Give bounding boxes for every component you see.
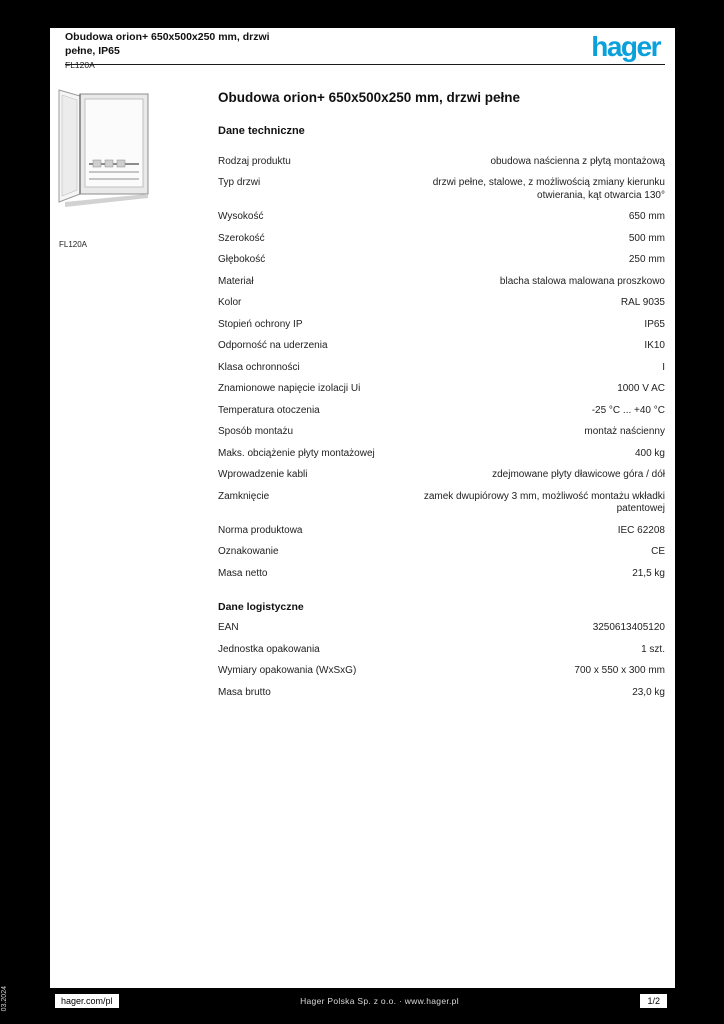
spec-value: zdejmowane płyty dławicowe góra / dół xyxy=(492,469,665,480)
spec-label: Zamknięcie xyxy=(218,490,270,502)
spec-value: 400 kg xyxy=(634,447,665,459)
datasheet-page: Obudowa orion+ 650x500x250 mm, drzwi peł… xyxy=(50,28,675,1014)
page-footer: hager.com/pl Hager Polska Sp. z o.o. · w… xyxy=(50,988,675,1014)
spec-value: blacha stalowa malowana proszkowo xyxy=(499,275,665,287)
spec-value: 500 mm xyxy=(628,232,665,244)
footer-site-link[interactable]: hager.com/pl xyxy=(55,994,119,1008)
tech-data-section-title: Dane techniczne xyxy=(218,125,305,137)
spec-value: 700 x 550 x 300 mm xyxy=(574,665,665,676)
spec-label: EAN xyxy=(218,622,239,633)
spec-label: Znamionowe napięcie izolacji Ui xyxy=(218,383,361,394)
spec-row: Kolor RAL 9035 xyxy=(218,293,665,315)
specs-table: Rodzaj produktu obudowa naścienna z płytą… xyxy=(218,151,665,704)
spec-label: Sposób montażu xyxy=(218,426,294,437)
spec-value: IEC 62208 xyxy=(617,524,665,536)
spec-label: Szerokość xyxy=(218,232,265,244)
header-product-title: Obudowa orion+ 650x500x250 mm, drzwi peł… xyxy=(65,31,365,58)
spec-row: Wprowadzenie kabli zdejmowane płyty dławi… xyxy=(218,465,665,487)
spec-row: Sposób montażu montaż naścienny xyxy=(218,422,665,444)
spec-label: Materiał xyxy=(218,275,254,287)
spec-section-title: Dane logistyczne xyxy=(218,600,304,613)
spec-value: I xyxy=(662,361,665,373)
spec-value: 250 mm xyxy=(628,254,665,265)
spec-row: Jednostka opakowania 1 szt. xyxy=(218,639,665,661)
spec-value: obudowa naścienna z płytą montażową xyxy=(490,155,665,167)
header-divider xyxy=(65,64,665,65)
spec-label: Kolor xyxy=(218,297,242,308)
spec-value: CE xyxy=(651,546,665,557)
spec-row: Maks. obciążenie płyty montażowej 400 kg xyxy=(218,443,665,465)
spec-value: IK10 xyxy=(644,340,665,351)
spec-row: Znamionowe napięcie izolacji Ui 1000 V AC xyxy=(218,379,665,401)
spec-value: RAL 9035 xyxy=(620,297,665,308)
spec-value: 1000 V AC xyxy=(617,383,665,394)
spec-label: Masa brutto xyxy=(218,686,271,698)
spec-label: Wymiary opakowania (WxSxG) xyxy=(218,665,357,676)
spec-value: 21,5 kg xyxy=(632,567,665,579)
header-product-ref: FL120A xyxy=(65,60,95,71)
spec-row: Klasa ochronności I xyxy=(218,357,665,379)
product-heading: Obudowa orion+ 650x500x250 mm, drzwi peł… xyxy=(218,90,520,105)
spec-label: Rodzaj produktu xyxy=(218,155,291,167)
spec-row: Oznakowanie CE xyxy=(218,542,665,564)
spec-row: Rodzaj produktu obudowa naścienna z płytą… xyxy=(218,151,665,173)
header-title-line1: Obudowa orion+ 650x500x250 mm, drzwi xyxy=(65,31,270,43)
spec-value: 1 szt. xyxy=(641,643,665,655)
spec-label: Maks. obciążenie płyty montażowej xyxy=(218,447,375,459)
spec-label: Odporność na uderzenia xyxy=(218,340,328,351)
spec-value: -25 °C ... +40 °C xyxy=(591,404,665,416)
spec-value: IP65 xyxy=(644,318,665,330)
header-title-line2: pełne, IP65 xyxy=(65,44,120,57)
spec-value: 23,0 kg xyxy=(632,686,665,698)
product-ref-caption: FL120A xyxy=(59,240,88,249)
spec-row: Temperatura otoczenia -25 °C ... +40 °C xyxy=(218,400,665,422)
spec-value: 650 mm xyxy=(628,211,665,222)
spec-value: montaż naścienny xyxy=(584,426,665,437)
edge-version-label: 03.2024 xyxy=(1,986,8,1012)
spec-row: EAN 3250613405120 xyxy=(218,618,665,640)
spec-label: Temperatura otoczenia xyxy=(218,404,320,416)
spec-label: Norma produktowa xyxy=(218,524,303,536)
spec-row: Głębokość 250 mm xyxy=(218,250,665,272)
spec-label: Głębokość xyxy=(218,254,266,265)
footer-company-text: Hager Polska Sp. z o.o. · www.hager.pl xyxy=(300,996,459,1006)
spec-row: Norma produktowa IEC 62208 xyxy=(218,520,665,542)
spec-row: Odporność na uderzenia IK10 xyxy=(218,336,665,358)
spec-value: 3250613405120 xyxy=(592,622,665,633)
footer-page-indicator: 1/2 xyxy=(640,994,667,1008)
hager-logo: hager xyxy=(591,31,661,62)
spec-label: Klasa ochronności xyxy=(218,361,300,373)
spec-value: zamek dwupiórowy 3 mm, możliwość montażu… xyxy=(423,490,665,515)
spec-label: Jednostka opakowania xyxy=(218,643,320,655)
product-image xyxy=(57,86,153,216)
spec-row: Wymiary opakowania (WxSxG) 700 x 550 x 30… xyxy=(218,661,665,683)
spec-row: Typ drzwi drzwi pełne, stalowe, z możliwo… xyxy=(218,173,665,207)
spec-label: Typ drzwi xyxy=(218,177,261,188)
page-header: Obudowa orion+ 650x500x250 mm, drzwi peł… xyxy=(65,31,661,71)
spec-row: Wysokość 650 mm xyxy=(218,207,665,229)
spec-value: drzwi pełne, stalowe, z możliwością zmia… xyxy=(432,177,665,201)
spec-label: Wprowadzenie kabli xyxy=(218,469,308,480)
enclosure-illustration xyxy=(58,89,149,207)
spec-row: Masa netto 21,5 kg xyxy=(218,563,665,585)
spec-row: Masa brutto 23,0 kg xyxy=(218,682,665,704)
spec-label: Wysokość xyxy=(218,211,264,222)
spec-label: Oznakowanie xyxy=(218,546,279,557)
spec-row: Zamknięcie zamek dwupiórowy 3 mm, możliwo… xyxy=(218,486,665,520)
spec-row: Materiał blacha stalowa malowana proszkow… xyxy=(218,271,665,293)
spec-label: Masa netto xyxy=(218,567,268,579)
spec-label: Stopień ochrony IP xyxy=(218,318,303,330)
spec-row: Szerokość 500 mm xyxy=(218,228,665,250)
main-content: Obudowa orion+ 650x500x250 mm, drzwi peł… xyxy=(218,90,665,704)
spec-row: Stopień ochrony IP IP65 xyxy=(218,314,665,336)
